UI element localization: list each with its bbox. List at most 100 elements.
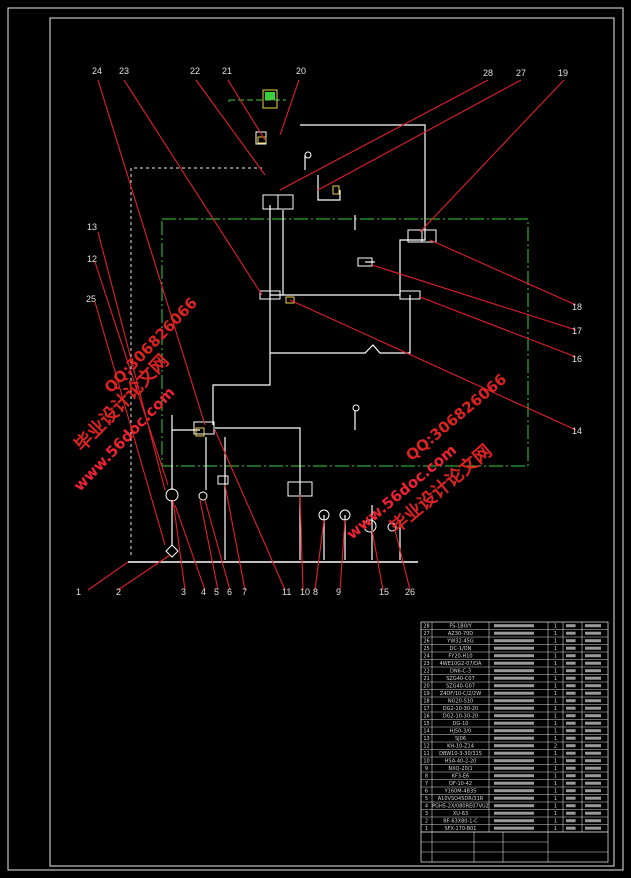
parts-row-5-qty: 1 <box>554 796 557 802</box>
parts-row-26-filler <box>585 639 601 643</box>
motor-26-symbol <box>387 522 397 532</box>
watermark-left: www.56doc.com 毕业设计论文网 QQ:306826066 <box>70 294 201 495</box>
parts-row-24-filler <box>566 654 576 658</box>
parts-row-28-qty: 1 <box>554 624 557 630</box>
callout-11: 11 <box>282 587 291 597</box>
parts-row-10-filler <box>585 759 601 763</box>
callout-19: 19 <box>558 68 568 78</box>
parts-row-2-filler <box>494 819 534 823</box>
parts-row-1-qty: 1 <box>554 826 557 832</box>
parts-row-21-qty: 1 <box>554 676 557 682</box>
valve-block-boundary <box>161 218 529 467</box>
parts-row-28-filler <box>585 624 601 628</box>
outer-frame <box>7 7 624 871</box>
parts-row-4-code: PGH5-2X/080RE07VU2 <box>432 804 489 810</box>
parts-row-27-code: AZ30-70D <box>448 631 473 637</box>
callout-24: 24 <box>92 66 102 76</box>
parts-row-15-filler <box>585 721 601 725</box>
parts-row-14-filler <box>494 729 534 733</box>
parts-row-20-filler <box>585 684 601 688</box>
parts-row-25-qty: 1 <box>554 646 557 652</box>
parts-row-13-qty: 1 <box>554 736 557 742</box>
parts-row-14-no: 14 <box>423 729 429 735</box>
parts-row-19-qty: 1 <box>554 691 557 697</box>
parts-row-27-filler <box>494 631 534 635</box>
parts-row-14-filler <box>585 729 601 733</box>
parts-row-14-code: HJ50-3/0 <box>450 729 471 735</box>
callout-26: 26 <box>405 587 415 597</box>
parts-row-11-code: DBW10-3-30/315 <box>439 751 482 757</box>
parts-row-18-filler <box>494 699 534 703</box>
parts-row-19-no: 19 <box>423 691 429 697</box>
parts-row-18-filler <box>566 699 576 703</box>
parts-row-2-code: BF-63X80-1-C <box>443 819 478 825</box>
parts-row-9-filler <box>585 766 601 770</box>
parts-row-24-code: FY20-H10 <box>448 654 472 660</box>
parts-row-9-filler <box>494 766 534 770</box>
parts-row-24-filler <box>585 654 601 658</box>
parts-row-8-filler <box>585 774 601 778</box>
callout-5: 5 <box>214 587 219 597</box>
callout-27: 27 <box>516 68 526 78</box>
parts-row-26-qty: 1 <box>554 639 557 645</box>
parts-row-3-filler <box>585 811 601 815</box>
leader-lines <box>87 79 577 591</box>
parts-row-1-filler <box>566 826 576 830</box>
inner-frame <box>49 17 615 867</box>
parts-row-4-filler <box>494 804 534 808</box>
parts-row-22-filler <box>566 669 576 673</box>
parts-row-26-filler <box>566 639 576 643</box>
callout-25: 25 <box>86 294 96 304</box>
parts-row-6-filler <box>566 789 576 793</box>
parts-row-9-no: 9 <box>425 766 428 772</box>
parts-row-10-filler <box>566 759 576 763</box>
parts-row-5-code: A10VSO45DR/31R <box>438 796 484 802</box>
parts-row-13-no: 13 <box>423 736 429 742</box>
callout-7: 7 <box>242 587 247 597</box>
callout-1: 1 <box>76 587 81 597</box>
parts-row-21-filler <box>494 676 534 680</box>
callout-4: 4 <box>201 587 206 597</box>
parts-row-19-filler <box>494 691 534 695</box>
parts-row-16-filler <box>585 714 601 718</box>
callout-12: 12 <box>87 254 97 264</box>
parts-row-21-filler <box>566 676 576 680</box>
parts-row-7-qty: 1 <box>554 781 557 787</box>
parts-row-12-code: KH-10-Z14 <box>447 744 474 750</box>
check-17-symbol <box>357 257 373 267</box>
parts-row-5-filler <box>494 796 534 800</box>
parts-row-15-code: DG-10 <box>453 721 469 727</box>
parts-row-22-filler <box>585 669 601 673</box>
parts-row-25-code: DC-1/ON <box>450 646 472 652</box>
callout-8: 8 <box>313 587 318 597</box>
callout-2: 2 <box>116 587 121 597</box>
parts-row-28-filler <box>566 624 576 628</box>
parts-row-21-code: SZG40-C07 <box>446 676 475 682</box>
parts-row-6-qty: 1 <box>554 789 557 795</box>
parts-row-26-code: YW32-45G <box>446 639 474 645</box>
parts-row-7-no: 7 <box>425 781 428 787</box>
yellow-symbols <box>195 89 340 437</box>
check-14-symbol <box>259 290 281 300</box>
parts-row-27-filler <box>566 631 576 635</box>
parts-row-23-no: 23 <box>423 661 429 667</box>
parts-row-23-qty: 1 <box>554 661 557 667</box>
parts-row-12-filler <box>566 744 576 748</box>
parts-row-6-no: 6 <box>425 789 428 795</box>
parts-row-28-filler <box>494 624 534 628</box>
parts-row-2-filler <box>585 819 601 823</box>
parts-row-23-filler <box>585 661 601 665</box>
parts-row-12-no: 12 <box>423 744 429 750</box>
parts-row-7-filler <box>566 781 576 785</box>
parts-row-2-qty: 1 <box>554 819 557 825</box>
parts-row-2-filler <box>566 819 576 823</box>
parts-row-17-qty: 1 <box>554 706 557 712</box>
parts-row-22-no: 22 <box>423 669 429 675</box>
parts-row-24-no: 24 <box>423 654 429 660</box>
parts-row-4-no: 4 <box>425 804 428 810</box>
callout-17: 17 <box>572 326 582 336</box>
parts-row-19-code: Z4DF/10-C/2/2W <box>440 691 481 697</box>
parts-row-21-no: 21 <box>423 676 429 682</box>
callout-10: 10 <box>300 587 310 597</box>
